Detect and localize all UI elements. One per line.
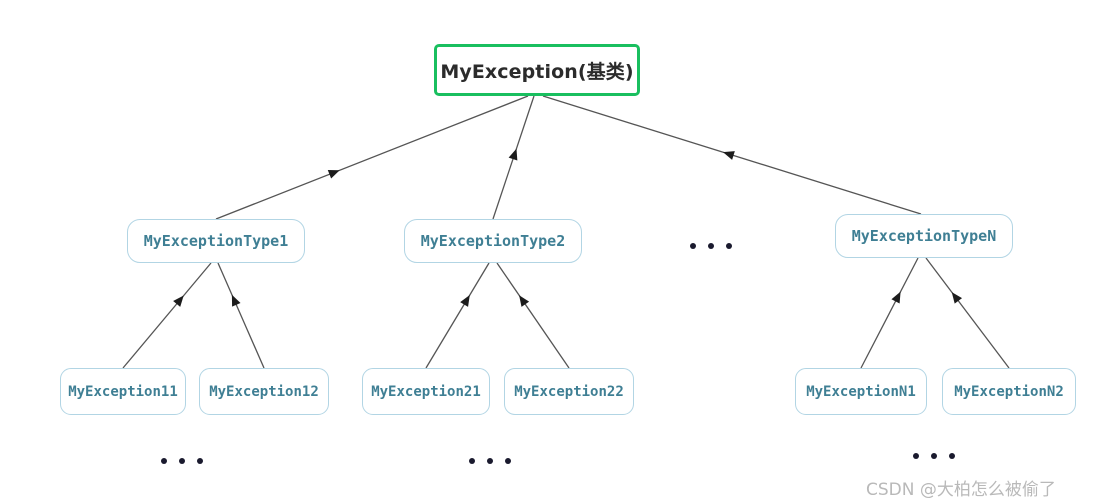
edge-arrowhead [460, 295, 470, 307]
node-myexceptionn1[interactable]: MyExceptionN1 [795, 368, 927, 415]
node-myexceptionn2[interactable]: MyExceptionN2 [942, 368, 1076, 415]
edge-typen-to-exceptionn1 [860, 257, 919, 369]
edge-root-to-typen [542, 95, 922, 215]
ellipsis-dot [487, 458, 493, 464]
edge-arrowhead [327, 170, 340, 179]
node-myexceptiontype2-label: MyExceptionType2 [420, 232, 566, 250]
node-myexception22[interactable]: MyException22 [504, 368, 634, 415]
node-myexception11[interactable]: MyException11 [60, 368, 186, 415]
edge-type2-to-exception21 [425, 262, 490, 369]
ellipsis-dot [197, 458, 203, 464]
node-myexception-base[interactable]: MyException(基类) [434, 44, 640, 96]
edge-arrowhead [173, 295, 184, 307]
node-myexception22-label: MyException22 [514, 383, 624, 400]
ellipsis-below-type1-children [161, 458, 203, 464]
node-myexception-base-label: MyException(基类) [440, 60, 634, 83]
edge-arrowhead [231, 294, 241, 307]
node-myexceptiontype2[interactable]: MyExceptionType2 [404, 219, 582, 263]
edge-arrowhead [891, 291, 901, 304]
edge-root-to-type2 [492, 95, 535, 220]
node-myexceptiontype1[interactable]: MyExceptionType1 [127, 219, 305, 263]
ellipsis-dot [708, 243, 714, 249]
csdn-watermark: CSDN @大柏怎么被偷了 [866, 480, 1056, 500]
edge-type1-to-exception11 [122, 262, 212, 369]
edge-arrowhead [951, 292, 963, 304]
node-myexceptiontypen[interactable]: MyExceptionTypeN [835, 214, 1013, 258]
node-myexception21-label: MyException21 [371, 383, 481, 400]
edge-type1-to-exception12 [217, 262, 265, 369]
ellipsis-between-type2-typen [690, 243, 732, 249]
ellipsis-dot [690, 243, 696, 249]
ellipsis-dot [949, 453, 955, 459]
ellipsis-dot [469, 458, 475, 464]
edge-root-to-type1 [215, 95, 529, 220]
node-myexceptionn1-label: MyExceptionN1 [806, 383, 916, 400]
edge-arrowhead [508, 148, 518, 161]
node-myexceptiontypen-label: MyExceptionTypeN [851, 227, 997, 245]
ellipsis-dot [505, 458, 511, 464]
node-myexception12-label: MyException12 [209, 383, 319, 400]
node-myexception21[interactable]: MyException21 [362, 368, 490, 415]
node-myexception11-label: MyException11 [68, 383, 178, 400]
node-myexception12[interactable]: MyException12 [199, 368, 329, 415]
node-myexceptionn2-label: MyExceptionN2 [954, 383, 1064, 400]
edge-type2-to-exception22 [496, 262, 570, 369]
edge-typen-to-exceptionn2 [925, 257, 1010, 369]
edge-arrowhead [722, 151, 735, 160]
ellipsis-dot [931, 453, 937, 459]
node-myexceptiontype1-label: MyExceptionType1 [143, 232, 289, 250]
ellipsis-dot [179, 458, 185, 464]
ellipsis-dot [913, 453, 919, 459]
ellipsis-below-typen-children [913, 453, 955, 459]
ellipsis-below-type2-children [469, 458, 511, 464]
ellipsis-dot [161, 458, 167, 464]
edge-arrowhead [519, 295, 530, 307]
ellipsis-dot [726, 243, 732, 249]
